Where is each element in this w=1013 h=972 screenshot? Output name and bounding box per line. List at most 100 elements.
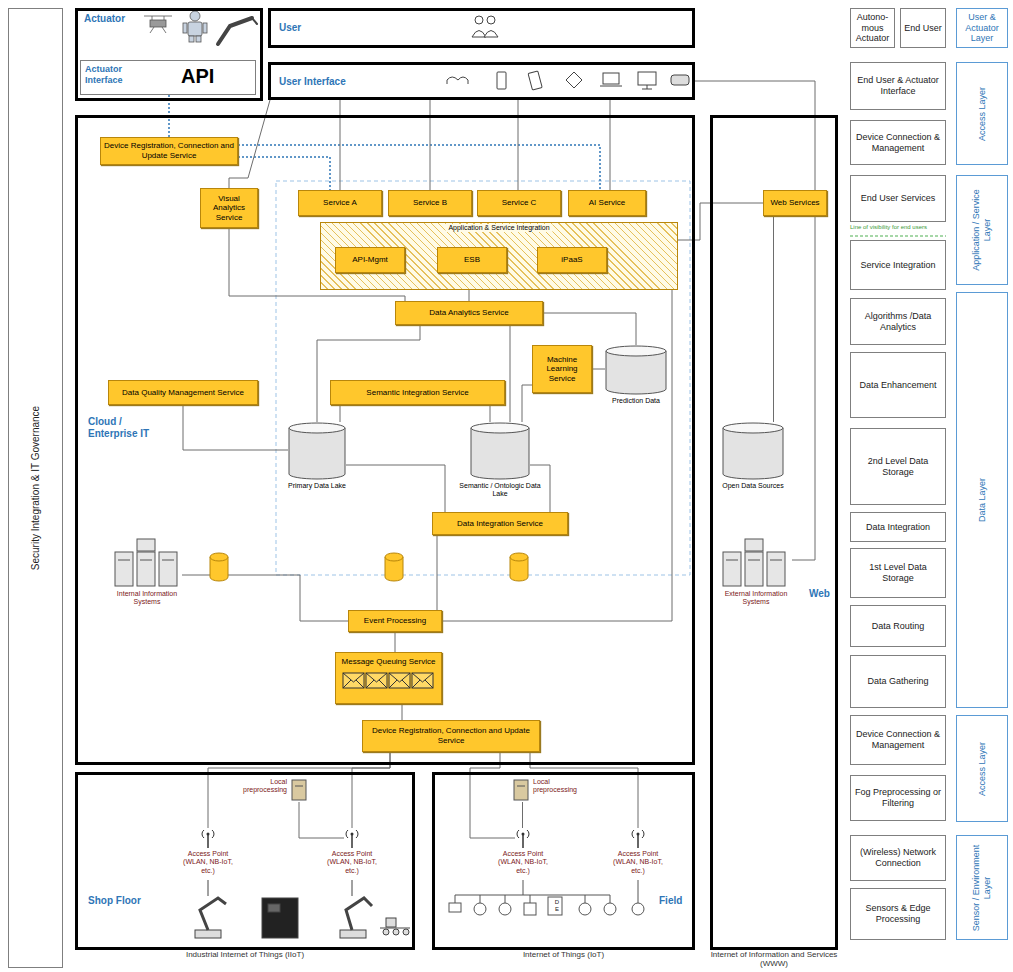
service-box: Device Registration, Connection and Upda… (362, 720, 540, 752)
field-sensors (604, 903, 616, 915)
service-box: iPaaS (537, 247, 607, 273)
device-icons (671, 75, 689, 85)
storage-cylinder-shape (605, 345, 667, 395)
shop-floor-machines (346, 898, 372, 930)
drone-icon (144, 16, 172, 33)
connector (773, 216, 774, 422)
scope-outline (276, 181, 690, 575)
storage-cylinder: Open Data Sources (722, 422, 784, 480)
node-text: Field (657, 895, 684, 907)
note-label: Internet of Information and Services (WW… (710, 951, 838, 969)
connector (543, 313, 636, 345)
function-box: Autono- mous Actuator (850, 8, 895, 48)
node-text: Event Processing (364, 616, 426, 626)
node-text: (Wireless) Network Connection (853, 847, 943, 869)
storage-cylinder: Primary Data Lake (288, 422, 346, 480)
connector (238, 157, 330, 190)
shop-floor-machines (195, 930, 221, 938)
node-text: Semantic Integration Service (366, 388, 468, 398)
node-text: Web (807, 588, 832, 600)
service-box: Service C (477, 190, 561, 216)
layer-box: Application / Service Layer (956, 175, 1008, 285)
shop-floor-machines (195, 880, 410, 938)
service-box: Data Integration Service (432, 512, 568, 535)
layer-box: Data Layer (956, 292, 1008, 708)
connector (299, 802, 344, 838)
node-text: Sensors & Edge Processing (853, 903, 943, 925)
field-sensors (524, 903, 536, 915)
node-text: Semantic / Ontologic Data Lake (458, 482, 542, 499)
node-text: Data Integration Service (457, 519, 543, 529)
local-server-shape (290, 778, 308, 802)
node-text: Service A (323, 198, 357, 208)
connector (592, 369, 605, 370)
service-box: AI Service (568, 190, 646, 216)
node-text: Data Routing (872, 621, 925, 632)
node-text: Data Enhancement (859, 380, 936, 391)
region-box: Shop FloorLocal preprocessingAccess Poin… (75, 772, 415, 950)
node-text: Data Analytics Service (429, 308, 509, 318)
layer-box: Access Layer (956, 62, 1008, 165)
service-box: Event Processing (348, 610, 442, 632)
function-box: Fog Preprocessing or Filtering (850, 775, 946, 821)
shop-floor-machines (403, 929, 409, 935)
node-text: Visual Analytics Service (204, 194, 254, 223)
node-text: Local preprocessing (243, 778, 287, 795)
device-icons (638, 72, 656, 85)
interface-box: Actuator InterfaceAPI (80, 60, 256, 95)
note-label: Industrial Internet of Things (IIoT) (75, 951, 415, 960)
connector (395, 632, 396, 652)
buffer-cylinder (510, 553, 528, 561)
robot-icon (190, 11, 200, 21)
function-box: Device Connection & Management (850, 120, 946, 165)
service-box: Machine Learning Service (532, 345, 592, 393)
connector (340, 405, 341, 422)
region-box: User (268, 8, 695, 48)
node-text: Access Layer (977, 719, 988, 818)
node-text: Message Queuing Service (342, 657, 436, 667)
connector (522, 802, 523, 828)
function-box: (Wireless) Network Connection (850, 835, 946, 881)
drone-icon (150, 20, 166, 27)
storage-cylinder-shape (470, 422, 530, 480)
node-text: API-Mgmt (352, 255, 388, 265)
connector (317, 325, 420, 422)
note-label: Line of visibility for end users (850, 224, 950, 231)
user-icon (475, 16, 483, 24)
node-text: Access Point (WLAN, NB-IoT, etc.) (178, 850, 238, 875)
node-text: Security Integration & IT Governance (30, 12, 42, 964)
access-point: Access Point (WLAN, NB-IoT, etc.) (630, 828, 646, 848)
field-sensors (632, 903, 644, 915)
service-box: Device Registration, Connection and Upda… (100, 137, 238, 165)
node-text: Device Connection & Management (853, 132, 943, 154)
integration-box: Application & Service IntegrationAPI-Mgm… (320, 222, 678, 290)
node-text: Sensor / Environment Layer (971, 839, 993, 936)
field-sensors (449, 880, 644, 915)
service-box: Data Quality Management Service (108, 380, 258, 405)
visibility-line (850, 236, 946, 237)
function-box: Algorithms /Data Analytics (850, 298, 946, 345)
node-text: Access Point (WLAN, NB-IoT, etc.) (322, 850, 382, 875)
node-text: Device Registration, Connection and Upda… (366, 726, 536, 745)
node-text: End User Services (861, 193, 936, 204)
storage-cylinder-shape (288, 422, 346, 480)
server-icon-shape (720, 538, 792, 588)
field-sensors (474, 903, 486, 915)
device-icons (603, 73, 619, 84)
node-text: Cloud / Enterprise IT (86, 416, 168, 440)
robot-arm-icon (218, 18, 257, 44)
function-box: Data Routing (850, 605, 946, 647)
local-server-shape (512, 778, 530, 802)
drone-icon (144, 16, 172, 17)
node-text: Machine Learning Service (536, 355, 588, 384)
connector (430, 100, 431, 190)
node-text: External Information Systems (716, 590, 796, 607)
robot-icon (188, 22, 202, 36)
node-text: Web Services (770, 198, 819, 208)
drone-icon (162, 27, 166, 33)
node-text: End User (904, 23, 942, 34)
drone-icon (164, 16, 165, 20)
function-box: Data Integration (850, 512, 946, 542)
function-box: 2nd Level Data Storage (850, 428, 946, 505)
buffer-cylinder (385, 553, 403, 561)
